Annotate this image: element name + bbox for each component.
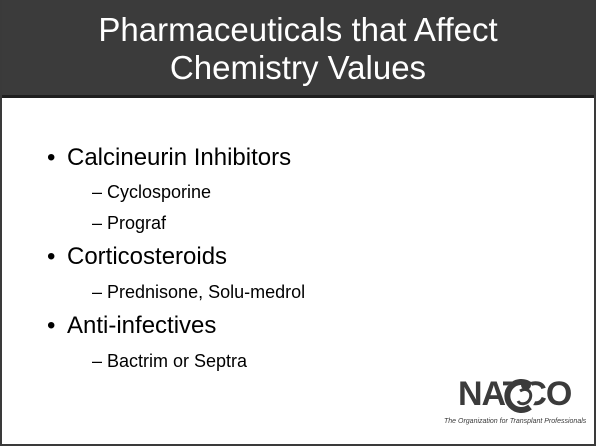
logo-tagline: The Organization for Transplant Professi… <box>444 418 587 425</box>
bullet-label: Corticosteroids <box>67 243 228 270</box>
bullet-item-calcineurin-inhibitors: • Calcineurin Inhibitors <box>47 144 292 172</box>
natco-logo: NATCO The Organization for Transplant Pr… <box>444 374 587 434</box>
bullet-label: Calcineurin Inhibitors <box>67 144 292 171</box>
bullet-icon: • <box>47 243 56 270</box>
bullet-item-anti-infectives: • Anti-infectives <box>47 312 217 340</box>
sub-bullet-bactrim: – Bactrim or Septra <box>92 351 248 371</box>
sub-bullet-prednisone: – Prednisone, Solu-medrol <box>92 282 306 302</box>
sub-bullet-prograf: – Prograf <box>92 213 167 233</box>
bullet-icon: • <box>47 312 56 339</box>
title-band: Pharmaceuticals that Affect Chemistry Va… <box>2 0 594 98</box>
sub-bullet-cyclosporine: – Cyclosporine <box>92 182 212 202</box>
slide-title: Pharmaceuticals that Affect Chemistry Va… <box>98 10 498 86</box>
bullet-label: Anti-infectives <box>67 312 217 339</box>
bullet-icon: • <box>47 144 56 171</box>
bullet-item-corticosteroids: • Corticosteroids <box>47 243 228 271</box>
natco-logo-icon <box>504 379 536 413</box>
